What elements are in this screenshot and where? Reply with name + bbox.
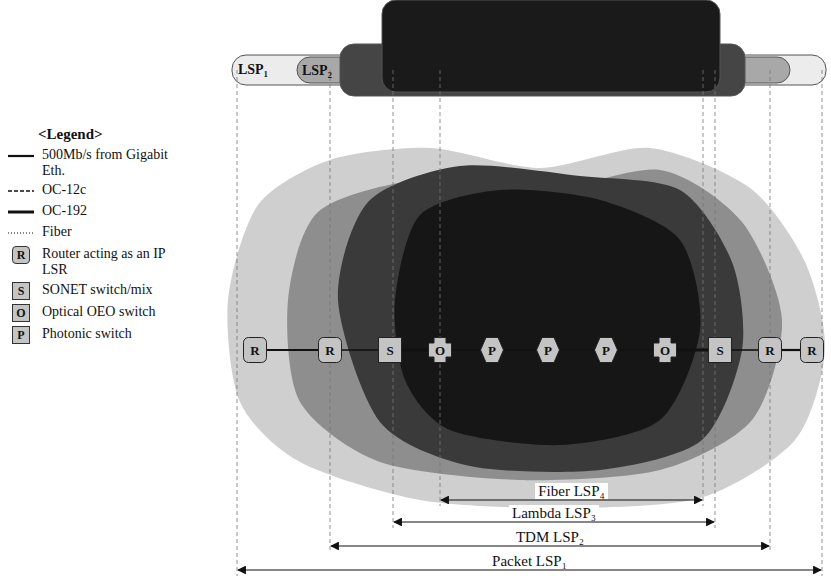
span-label: Lambda LSP₃ bbox=[509, 505, 599, 522]
link-line bbox=[452, 349, 480, 350]
legend-icon-letter: R bbox=[12, 246, 30, 264]
legend-entry: O Optical OEO switch bbox=[6, 304, 206, 322]
legend-entry: S SONET switch/mix bbox=[6, 282, 206, 300]
legend-title: <Legend> bbox=[38, 126, 206, 143]
legend-entry: R Router acting as an IP LSR bbox=[6, 246, 206, 278]
span-label: Fiber LSP₄ bbox=[535, 483, 608, 500]
legend-text: SONET switch/mix bbox=[42, 282, 192, 298]
legend-sample: R bbox=[6, 246, 36, 264]
link-line bbox=[618, 349, 653, 350]
legend-sample bbox=[6, 224, 36, 242]
dashed-guide bbox=[822, 70, 823, 576]
span-bracket bbox=[394, 521, 714, 522]
legend-icon-letter: O bbox=[12, 304, 30, 322]
switch-letter: O bbox=[435, 344, 445, 357]
legend-sample bbox=[6, 182, 36, 200]
network-switch: S bbox=[378, 337, 402, 363]
legend-entry: 500Mb/s from Gigabit Eth. bbox=[6, 147, 206, 179]
tube-label: LSP₂ bbox=[302, 63, 332, 78]
legend-text: Photonic switch bbox=[42, 326, 192, 342]
legend-panel: <Legend> 500Mb/s from Gigabit Eth. OC-12cO… bbox=[6, 126, 206, 347]
link-line bbox=[782, 349, 800, 351]
legend-entry: Fiber bbox=[6, 224, 206, 242]
legend-sample bbox=[6, 147, 36, 165]
network-cloud bbox=[395, 190, 701, 446]
link-line bbox=[342, 349, 378, 351]
switch-letter: P bbox=[602, 344, 610, 357]
network-switch: R bbox=[758, 337, 782, 363]
switch-letter: R bbox=[325, 344, 334, 357]
span-label: TDM LSP₂ bbox=[513, 529, 587, 546]
network-switch: O bbox=[653, 337, 677, 363]
legend-text: Fiber bbox=[42, 224, 192, 240]
span-bracket bbox=[238, 569, 821, 570]
network-switch: O bbox=[428, 337, 452, 363]
legend-text: Router acting as an IP LSR bbox=[42, 246, 192, 278]
switch-letter: P bbox=[544, 344, 552, 357]
legend-sample bbox=[6, 203, 36, 221]
tube-label: LSP₁ bbox=[238, 62, 268, 77]
legend-entry: OC-12c bbox=[6, 182, 206, 200]
network-switch: P bbox=[536, 337, 560, 363]
legend-entry: P Photonic switch bbox=[6, 326, 206, 344]
dashed-guide bbox=[237, 70, 238, 576]
link-line bbox=[267, 349, 318, 351]
legend-icon-letter: P bbox=[12, 326, 30, 344]
switch-letter: P bbox=[488, 344, 496, 357]
legend-entry: OC-192 bbox=[6, 203, 206, 221]
lsp-tube bbox=[382, 0, 720, 92]
switch-letter: R bbox=[765, 344, 774, 357]
switch-letter: R bbox=[807, 344, 816, 357]
link-line bbox=[560, 349, 594, 350]
legend-text: OC-192 bbox=[42, 203, 192, 219]
legend-icon-letter: S bbox=[12, 282, 30, 300]
legend-text: Optical OEO switch bbox=[42, 304, 192, 320]
dashed-guide bbox=[703, 70, 704, 506]
network-switch: S bbox=[708, 337, 732, 363]
switch-letter: O bbox=[660, 344, 670, 357]
dashed-guide bbox=[393, 70, 394, 528]
network-switch: R bbox=[243, 337, 267, 363]
link-line bbox=[402, 349, 428, 352]
dashed-guide bbox=[770, 70, 771, 552]
network-switch: R bbox=[318, 337, 342, 363]
switch-letter: S bbox=[716, 344, 723, 357]
legend-sample: O bbox=[6, 304, 36, 322]
legend-text: OC-12c bbox=[42, 182, 192, 198]
dashed-guide bbox=[715, 70, 716, 528]
dashed-guide bbox=[440, 70, 441, 506]
span-label: Packet LSP₁ bbox=[489, 553, 570, 570]
switch-letter: R bbox=[250, 344, 259, 357]
link-line bbox=[677, 349, 708, 352]
network-switch: P bbox=[594, 337, 618, 363]
link-line bbox=[504, 349, 536, 350]
span-bracket bbox=[331, 545, 769, 546]
network-switch: P bbox=[480, 337, 504, 363]
dashed-guide bbox=[330, 70, 331, 552]
legend-sample: S bbox=[6, 282, 36, 300]
link-line bbox=[732, 349, 758, 351]
network-cloud bbox=[338, 165, 743, 472]
switch-letter: S bbox=[386, 344, 393, 357]
network-cloud bbox=[227, 148, 825, 508]
network-switch: R bbox=[800, 337, 824, 363]
span-bracket bbox=[441, 499, 702, 500]
legend-sample: P bbox=[6, 326, 36, 344]
legend-text: 500Mb/s from Gigabit Eth. bbox=[42, 147, 192, 179]
